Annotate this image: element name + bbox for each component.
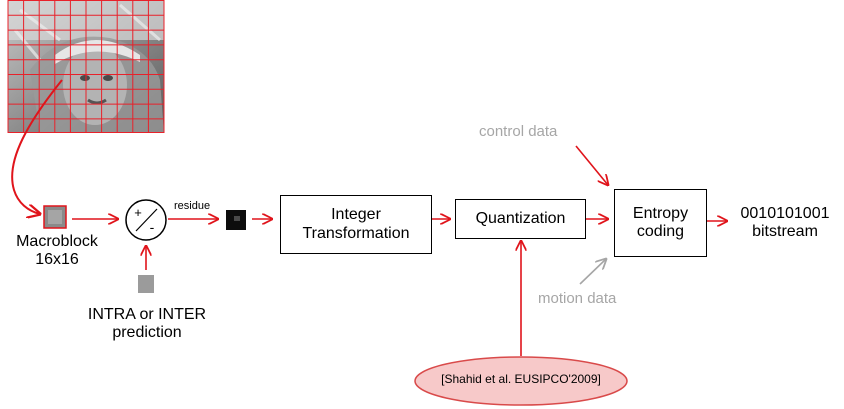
arrow-control-data [575,145,608,185]
macroblock-label-text: Macroblock 16x16 [16,233,98,269]
prediction-label: INTRA or INTER prediction [72,306,222,343]
entropy-coding-box: Entropy coding [614,189,707,257]
citation-ellipse [414,356,628,406]
macroblock-extract-arrow [11,79,63,214]
quantization-text: Quantization [475,209,566,227]
control-data-label: control data [479,123,558,140]
macroblock-thumbnail [43,205,67,229]
prediction-thumbnail [138,275,154,293]
svg-text:-: - [150,219,155,235]
arrow-motion-data [579,259,606,285]
bitstream-output-label: 0010101001 bitstream [730,205,840,242]
video-frame-image [7,0,165,133]
entropy-coding-text: Entropy coding [632,204,689,240]
prediction-label-text: INTRA or INTER prediction [87,306,207,342]
bitstream-output-text: 0010101001 bitstream [740,205,830,241]
macroblock-label: Macroblock 16x16 [2,233,112,270]
residue-label: residue [174,200,211,212]
motion-data-label: motion data [538,290,617,307]
subtractor-node: + - [125,199,167,241]
citation-label: [Shahid et al. EUSIPCO'2009] [441,372,601,386]
svg-text:+: + [134,205,142,220]
integer-transformation-text: Integer Transformation [302,206,410,242]
macroblock-grid [7,0,165,133]
quantization-box: Quantization [455,199,586,239]
residue-thumbnail [226,210,246,230]
integer-transformation-box: Integer Transformation [280,195,432,254]
